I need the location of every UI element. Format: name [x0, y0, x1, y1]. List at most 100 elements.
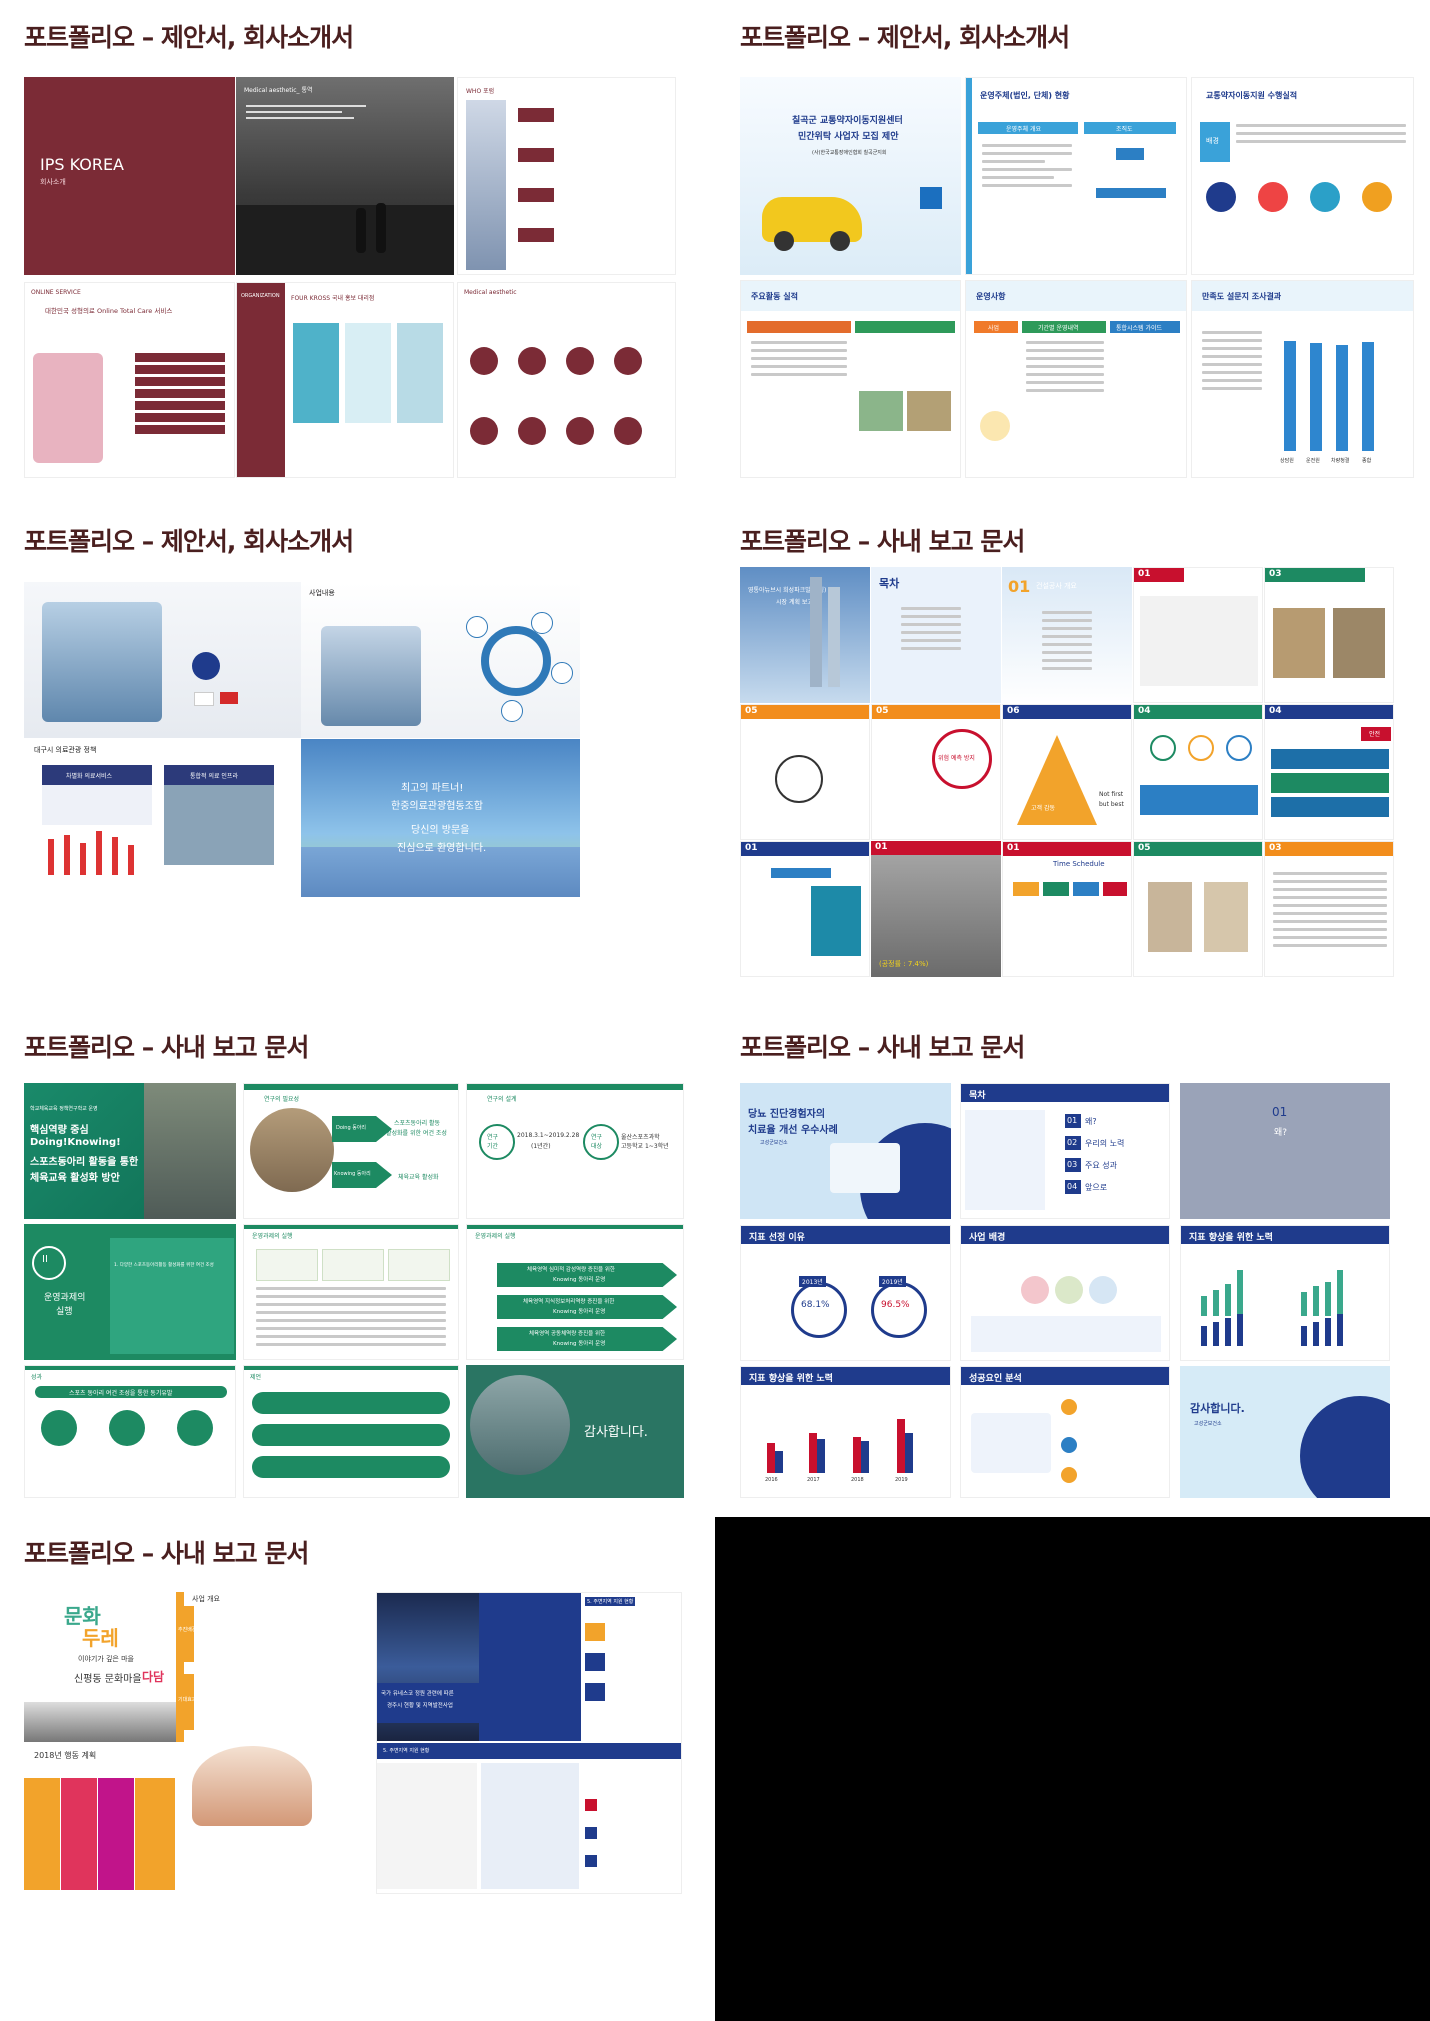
slide-thumbnail[interactable]: 01 (공정률 : 7.4%) [871, 841, 1001, 977]
slide-heading: 건설공사 개요 [1036, 582, 1077, 590]
slide-thumbnail[interactable]: 04 [1133, 704, 1263, 840]
slide-heading: 지표 향상을 위한 노력 [1189, 1233, 1273, 1243]
slide-text: 2019년 [879, 1276, 906, 1287]
slide-thumbnail[interactable]: 01 건설공사 개요 [1002, 567, 1132, 703]
slide-thumbnail[interactable]: 학교체육교육 정책연구학교 운영 핵심역량 중심 Doing!Knowing! … [24, 1083, 236, 1219]
slide-heading: 지표 향상을 위한 노력 [749, 1374, 833, 1384]
slide-thumbnail[interactable]: II 운영과제의 실행 1. 다양한 스포츠동아리활동 활성화를 위한 여건 조… [24, 1224, 236, 1360]
slide-text: 체육영역 심미적 감성역량 증진을 위한 [527, 1267, 615, 1273]
slide-text: 고등학교 1~3학년 [621, 1143, 669, 1150]
slide-text: 고객 감동 [1031, 805, 1055, 812]
slide-heading: 제언 [250, 1374, 262, 1381]
slide-thumbnail[interactable]: 01 [740, 841, 870, 977]
slide-thumbnail[interactable]: 03 [1264, 567, 1394, 703]
slide-thumbnail[interactable]: 01 Time Schedule [1002, 841, 1132, 977]
section-number: 04 [1138, 706, 1151, 716]
slide-thumbnail[interactable]: 지표 향상을 위한 노력 2016 2017 2018 2019 [740, 1366, 951, 1498]
slide-thumbnail[interactable]: ORGANIZATION FOUR KROSS 국내 홍보 대리점 [236, 282, 454, 478]
toc-label: 앞으로 [1085, 1183, 1108, 1192]
toc-number: 02 [1067, 1138, 1078, 1147]
slide-thumbnail[interactable]: 연구의 필요성 Doing 동아리 Knowing 동아리 스포츠동아리 활동 … [243, 1083, 459, 1219]
slide-thumbnail[interactable]: 성공요인 분석 [960, 1366, 1170, 1498]
slide-thumbnail[interactable]: 운영주체(법인, 단체) 현황 운영주체 개요 조직도 [965, 77, 1187, 275]
slide-text: 96.5% [881, 1300, 910, 1310]
slide-thumbnail[interactable]: 감사합니다. [466, 1365, 684, 1498]
portfolio-panel-3: 포트폴리오 – 제안서, 회사소개서 사업내용 대구시 의료관광 정책 차별화 … [24, 522, 584, 897]
slide-thumbnail[interactable]: 운영사항 사업 기간별 운영내역 통합시스템 가이드 [965, 280, 1187, 478]
section-number: 03 [1269, 569, 1282, 579]
slide-thumbnail[interactable]: 지표 선정 이유 2013년 68.1% 2019년 96.5% [740, 1225, 951, 1361]
slide-thumbnail[interactable]: 사업 배경 [960, 1225, 1170, 1361]
slide-text: 한중의료관광협동조합 [391, 801, 483, 812]
section-number: 01 [875, 842, 888, 852]
slide-thumbnail[interactable]: ONLINE SERVICE 대한민국 성형의료 Online Total Ca… [24, 282, 235, 478]
section-number: 04 [1269, 706, 1282, 716]
slide-thumbnail[interactable]: 목차 [871, 567, 1001, 703]
slide-thumbnail[interactable]: Medical aesthetic [457, 282, 676, 478]
slide-thumbnail[interactable] [24, 582, 301, 738]
slide-thumbnail[interactable]: 대구시 의료관광 정책 차별화 의료서비스 통합적 의료 인프라 [24, 739, 301, 897]
slide-thumbnail[interactable]: 국가 유네스코 정원 관련에 따른 경주시 현황 및 지역발전사업 5. 주변지… [376, 1592, 682, 1894]
portfolio-panel-7: 포트폴리오 – 사내 보고 문서 문화 두레 이야기가 깊은 마을 신평동 문화… [24, 1534, 684, 1894]
slide-heading: 운영과제의 실행 [252, 1233, 293, 1240]
slide-thumbnail[interactable]: 최고의 파트너! 한중의료관광협동조합 당신의 방문을 진심으로 환영합니다. [301, 739, 580, 897]
slide-thumbnail[interactable]: 만족도 설문지 조사결과 상담원 운전원 차량청결 종합 [1191, 280, 1414, 478]
slide-thumbnail[interactable]: 05 [740, 704, 870, 840]
slide-thumbnail[interactable]: 01 왜? [1180, 1083, 1390, 1219]
slide-text: 울산스포츠과학 [621, 1134, 660, 1141]
slide-thumbnail[interactable]: 칠곡군 교통약자이동지원센터 민간위탁 사업자 모집 제안 (사)한국교통장애인… [740, 77, 961, 275]
slide-heading: 운영과제의 실행 [475, 1233, 516, 1240]
slide-thumbnail[interactable]: 연구의 설계 연구 기간 2018.3.1~2019.2.28 (1년간) 연구… [466, 1083, 684, 1219]
slide-thumbnail[interactable]: 지표 향상을 위한 노력 [1180, 1225, 1390, 1361]
slide-thumbnail[interactable]: 01 [1133, 567, 1263, 703]
slide-thumbnail[interactable]: 05 위험 예측 방지 [871, 704, 1001, 840]
toc-label: 우리의 노력 [1085, 1139, 1125, 1148]
slide-text: 활성화를 위한 여건 조성 [386, 1130, 447, 1137]
section-number: II [42, 1254, 48, 1265]
toc-number: 01 [1067, 1116, 1078, 1125]
slide-thumbnail[interactable]: 04 안전 [1264, 704, 1394, 840]
slide-thumbnail[interactable]: 문화 두레 이야기가 깊은 마을 신평동 문화마을 다담 사업 개요 추진배경 … [24, 1592, 330, 1894]
slide-text: 당신의 방문을 [411, 825, 470, 836]
slide-text: 감사합니다. [584, 1425, 648, 1440]
slide-thumbnail[interactable]: 03 [1264, 841, 1394, 977]
slide-thumbnail[interactable]: 교통약자이동지원 수행실적 배경 [1191, 77, 1414, 275]
slide-subtitle: 고성군보건소 [1194, 1421, 1222, 1427]
slide-thumbnail[interactable]: 감사합니다. 고성군보건소 [1180, 1366, 1390, 1498]
slide-thumbnail[interactable]: 주요활동 실적 [740, 280, 961, 478]
slide-thumbnail[interactable]: 성과 스포츠 동아리 여건 조성을 통한 동기유발 [24, 1365, 236, 1498]
slide-thumbnail[interactable]: 06 고객 감동 Not first but best [1002, 704, 1132, 840]
slide-thumbnail[interactable]: 05 [1133, 841, 1263, 977]
section-number: 05 [745, 706, 758, 716]
panel-title: 포트폴리오 – 제안서, 회사소개서 [740, 23, 1070, 52]
slide-subtitle: (사)한국교통장애인협회 칠곡군지회 [812, 150, 887, 156]
slide-thumbnail[interactable]: 목차 01 왜? 02 우리의 노력 03 주요 성과 04 앞으로 [960, 1083, 1170, 1219]
axis-label: 2019 [895, 1477, 908, 1483]
slide-thumbnail[interactable]: 사업내용 [301, 582, 580, 738]
slide-thumbnail[interactable]: 제언 [243, 1365, 459, 1498]
slide-title: 실행 [56, 1307, 73, 1317]
slide-text: Knowing 동아리 운영 [553, 1341, 606, 1347]
slide-thumbnail[interactable]: WHO 포럼 [457, 77, 676, 275]
slide-thumbnail[interactable]: IPS KOREA 회사소개 [24, 77, 235, 275]
slide-thumbnail[interactable]: 운영과제의 실행 [243, 1224, 459, 1360]
slide-text: 체육교육 활성화 [398, 1174, 439, 1181]
slide-heading: 목차 [969, 1091, 986, 1101]
slide-thumbnail[interactable]: 운영과제의 실행 체육영역 심미적 감성역량 증진을 위한 Knowing 동아… [466, 1224, 684, 1360]
slide-thumbnail[interactable]: 당뇨 진단경험자의 치료율 개선 우수사례 고성군보건소 [740, 1083, 951, 1219]
axis-label: 종합 [1362, 458, 1372, 464]
slide-text: 2013년 [799, 1276, 826, 1287]
axis-label: 2018 [851, 1477, 864, 1483]
axis-label: 2017 [807, 1477, 820, 1483]
portfolio-panel-2: 포트폴리오 – 제안서, 회사소개서 칠곡군 교통약자이동지원센터 민간위탁 사… [740, 18, 1415, 478]
slide-thumbnail[interactable]: Medical aesthetic_ 통역 [236, 77, 454, 275]
slide-text: (공정률 : 7.4%) [879, 960, 929, 968]
portfolio-panel-5: 포트폴리오 – 사내 보고 문서 학교체육교육 정책연구학교 운영 핵심역량 중… [24, 1028, 684, 1498]
slide-heading: 연구의 필요성 [264, 1096, 300, 1103]
panel-title: 포트폴리오 – 제안서, 회사소개서 [24, 527, 354, 556]
slide-heading: 사업 배경 [969, 1233, 1006, 1243]
slide-text: Doing 동아리 [336, 1125, 367, 1131]
axis-label: 상담원 [1280, 458, 1294, 464]
slide-heading: 대구시 의료관광 정책 [34, 746, 97, 754]
slide-thumbnail[interactable]: 영통아뉴브시 희성파크빌(가칭) 시장 계획 보고 [740, 567, 870, 703]
